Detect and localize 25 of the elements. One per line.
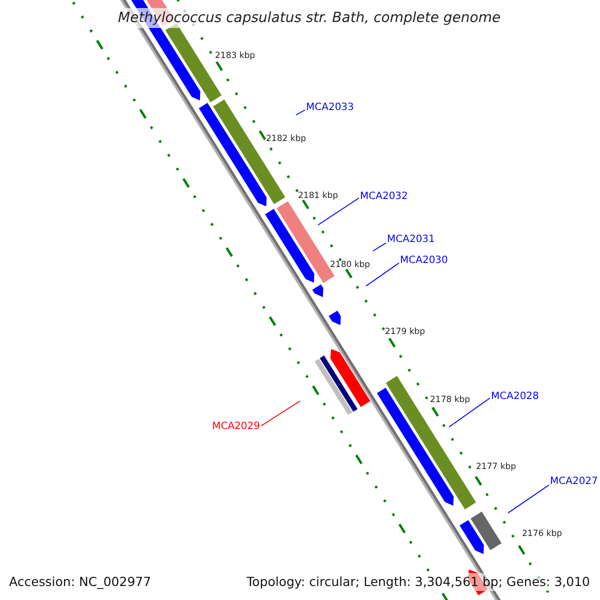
position-label: 2180 kbp bbox=[330, 259, 370, 271]
accession-text: Accession: NC_002977 bbox=[9, 573, 152, 591]
position-label: 2182 kbp bbox=[266, 133, 306, 145]
gene-label: MCA2031 bbox=[387, 233, 435, 247]
genome-summary-text: Topology: circular; Length: 3,304,561 bp; Genes: 3,010 bbox=[246, 573, 590, 591]
leader-line bbox=[318, 198, 360, 226]
gene-label: MCA2028 bbox=[491, 390, 539, 404]
gene-label: MCA2032 bbox=[360, 190, 408, 204]
leader-line bbox=[508, 484, 550, 514]
position-label: 2179 kbp bbox=[385, 326, 426, 338]
leader-line bbox=[372, 242, 386, 252]
gene-label: MCA2033 bbox=[306, 101, 354, 115]
position-label: 2177 kbp bbox=[476, 461, 516, 473]
position-label: 2176 kbp bbox=[522, 528, 562, 540]
gene-label: MCA2029 bbox=[212, 420, 260, 434]
leader-line bbox=[366, 262, 400, 286]
position-label: 2183 kbp bbox=[215, 50, 256, 62]
genome-title: Methylococcus capsulatus str. Bath, complete genome bbox=[116, 8, 503, 28]
gene-label: MCA2027 bbox=[550, 475, 598, 489]
gene-label: MCA2030 bbox=[400, 254, 448, 268]
leader-line bbox=[296, 110, 306, 116]
leader-line bbox=[448, 398, 490, 428]
position-label: 2178 kbp bbox=[430, 394, 470, 406]
position-label: 2181 kbp bbox=[298, 190, 338, 202]
leader-line bbox=[260, 400, 300, 426]
